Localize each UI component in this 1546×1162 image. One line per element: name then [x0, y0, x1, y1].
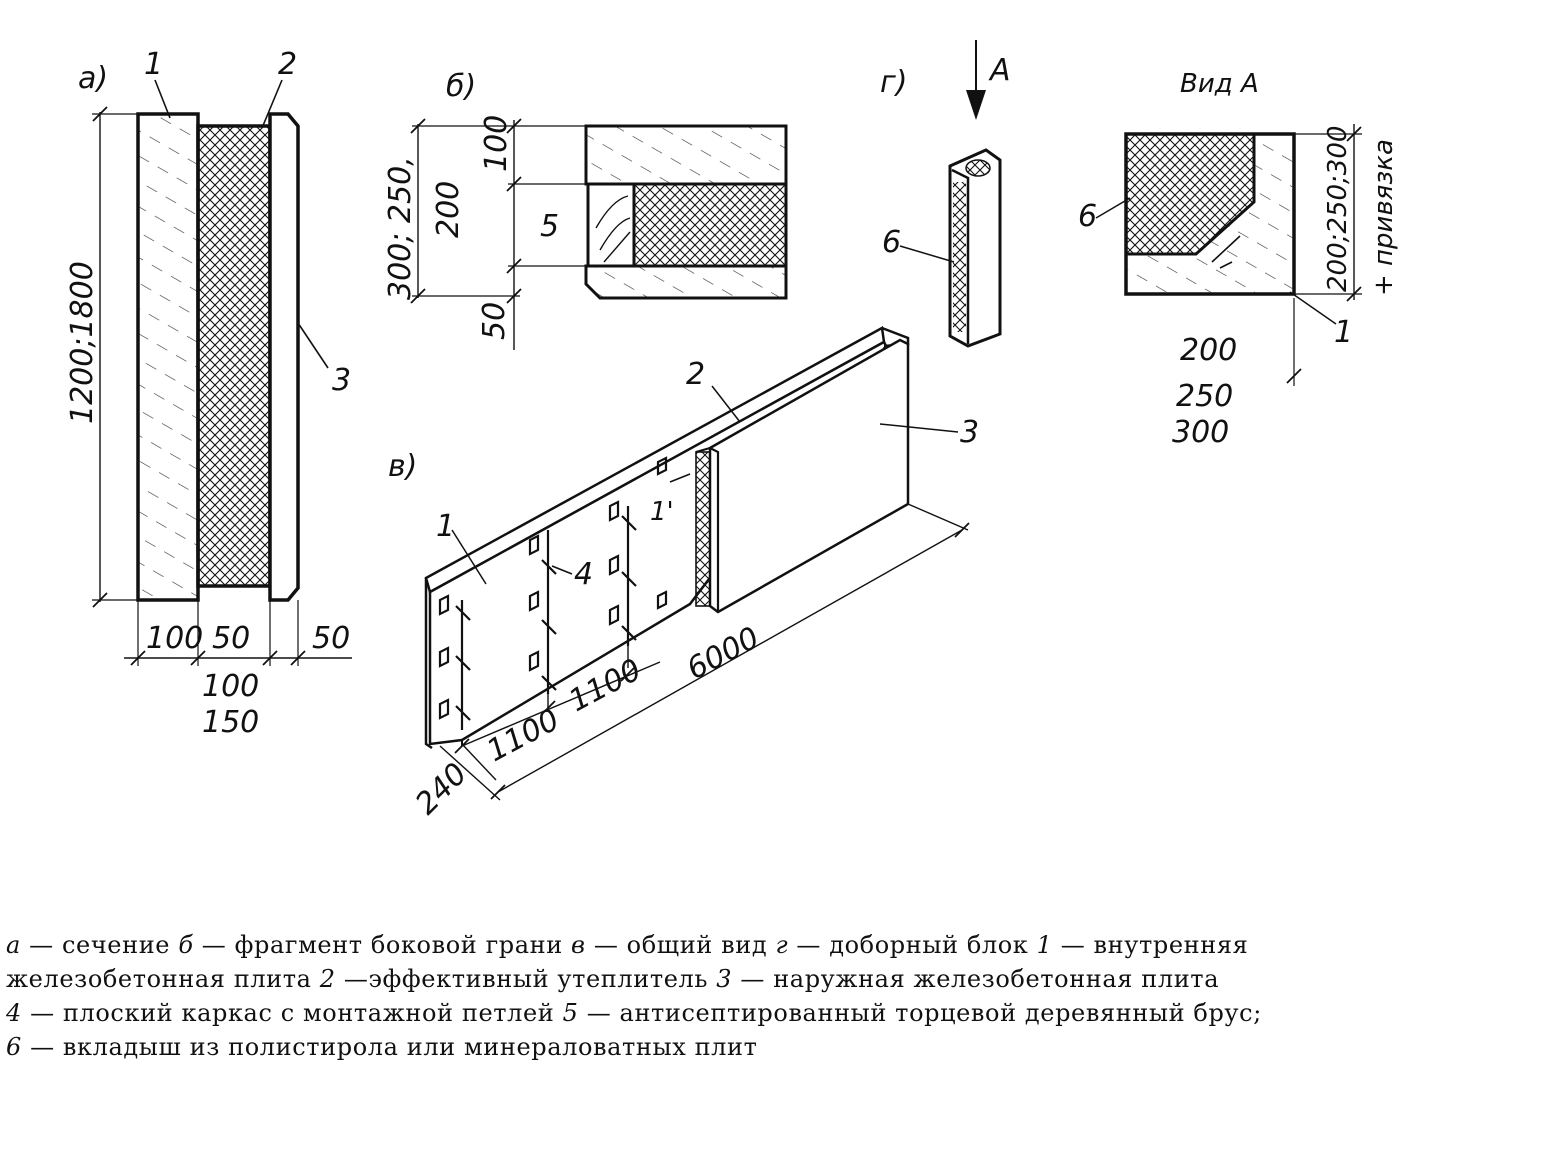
- technical-drawing: а) 1 2 3 1200;1800 100 50 50 100 150 б): [65, 40, 1399, 822]
- additional-block-view-g: г) А 6 Вид А 6 1 200;250;300 + привязка …: [880, 40, 1399, 450]
- caption-line-3: 4 — плоский каркас с монтажной петлей 5 …: [6, 996, 1536, 1030]
- caption-text: — вкладыш из полистирола или минераловат…: [21, 1033, 758, 1061]
- caption-key: 1: [1036, 931, 1053, 959]
- figure-caption: а — сечение б — фрагмент боковой грани в…: [6, 928, 1536, 1064]
- caption-text: — фрагмент боковой грани: [193, 931, 572, 959]
- caption-text: — внутренняя: [1052, 931, 1249, 959]
- caption-text: — доборный блок: [788, 931, 1037, 959]
- caption-key: 5: [562, 999, 579, 1027]
- view-b-label: б): [446, 69, 476, 104]
- fragment-insulation: [632, 182, 788, 268]
- caption-key: б: [178, 931, 194, 959]
- fragment-bottom-plate: [584, 264, 788, 300]
- callout-3: 3: [332, 363, 351, 398]
- callout-1prime: 1': [650, 497, 674, 527]
- callout-4: 4: [574, 557, 593, 592]
- callout-2-general: 2: [686, 357, 705, 392]
- caption-key: 3: [716, 965, 733, 993]
- dim-v-6000: 6000: [681, 620, 765, 687]
- dim-b-height: 300; 250,: [383, 156, 418, 300]
- callout-3-general: 3: [960, 415, 979, 450]
- side-face-view-b: б) 300; 250, 200 100 50 5: [383, 69, 788, 350]
- caption-text: — наружная железобетонная плита: [732, 965, 1220, 993]
- dim-a-100b: 100: [202, 669, 259, 704]
- caption-text: — антисептированный торцевой деревянный …: [578, 999, 1262, 1027]
- view-a-label: а): [78, 61, 108, 96]
- caption-text: железобетонная плита: [6, 965, 320, 993]
- view-a-title: Вид А: [1180, 69, 1259, 99]
- dim-a-150: 150: [202, 705, 259, 740]
- callout-1-general: 1: [436, 509, 455, 544]
- caption-key: г: [775, 931, 789, 959]
- general-view-v: в) 1 4 2 3 1': [388, 326, 979, 822]
- dim-b-200: 200: [431, 181, 466, 238]
- dim-a-100: 100: [146, 621, 203, 656]
- inner-plate: [136, 112, 200, 602]
- dim-v-240: 240: [409, 756, 474, 821]
- caption-line-1: а — сечение б — фрагмент боковой грани в…: [6, 928, 1536, 962]
- view-v-label: в): [388, 449, 417, 484]
- caption-key: 2: [319, 965, 336, 993]
- caption-key: а: [6, 931, 21, 959]
- caption-text: —эффективный утеплитель: [335, 965, 717, 993]
- view-arrow-a: А: [988, 53, 1011, 88]
- caption-text: — общий вид: [585, 931, 776, 959]
- callout-6: 6: [882, 225, 901, 260]
- callout-5: 5: [540, 209, 559, 244]
- caption-text: — сечение: [20, 931, 179, 959]
- dim-g-250: 250: [1176, 379, 1233, 414]
- dim-height-a: 1200;1800: [65, 261, 100, 424]
- dim-g-200: 200: [1180, 333, 1237, 368]
- dim-g-300: 300: [1172, 415, 1229, 450]
- dim-a-50: 50: [212, 621, 250, 656]
- view-g-label: г): [880, 65, 907, 100]
- caption-text: — плоский каркас с монтажной петлей: [21, 999, 563, 1027]
- flat-frames: [438, 456, 668, 730]
- section-view-a: а) 1 2 3 1200;1800 100 50 50 100 150: [65, 47, 352, 740]
- dim-g-vert: 200;250;300: [1323, 126, 1353, 292]
- dim-b-100: 100: [479, 115, 514, 172]
- dim-a-50b: 50: [312, 621, 350, 656]
- caption-key: 4: [6, 999, 22, 1027]
- caption-line-4: 6 — вкладыш из полистирола или минералов…: [6, 1030, 1536, 1064]
- callout-2: 2: [278, 47, 297, 82]
- dim-b-50: 50: [477, 302, 512, 340]
- caption-key: в: [571, 931, 586, 959]
- callout-6-view-a: 6: [1078, 199, 1097, 234]
- dim-g-privyazka: + привязка: [1369, 139, 1399, 296]
- fragment-top-plate: [584, 124, 788, 186]
- insulation-layer: [196, 124, 272, 588]
- caption-line-2: железобетонная плита 2 —эффективный утеп…: [6, 962, 1536, 996]
- outer-plate: [268, 112, 300, 602]
- caption-key: 6: [6, 1033, 22, 1061]
- callout-1-view-a: 1: [1334, 315, 1353, 350]
- callout-1: 1: [144, 47, 163, 82]
